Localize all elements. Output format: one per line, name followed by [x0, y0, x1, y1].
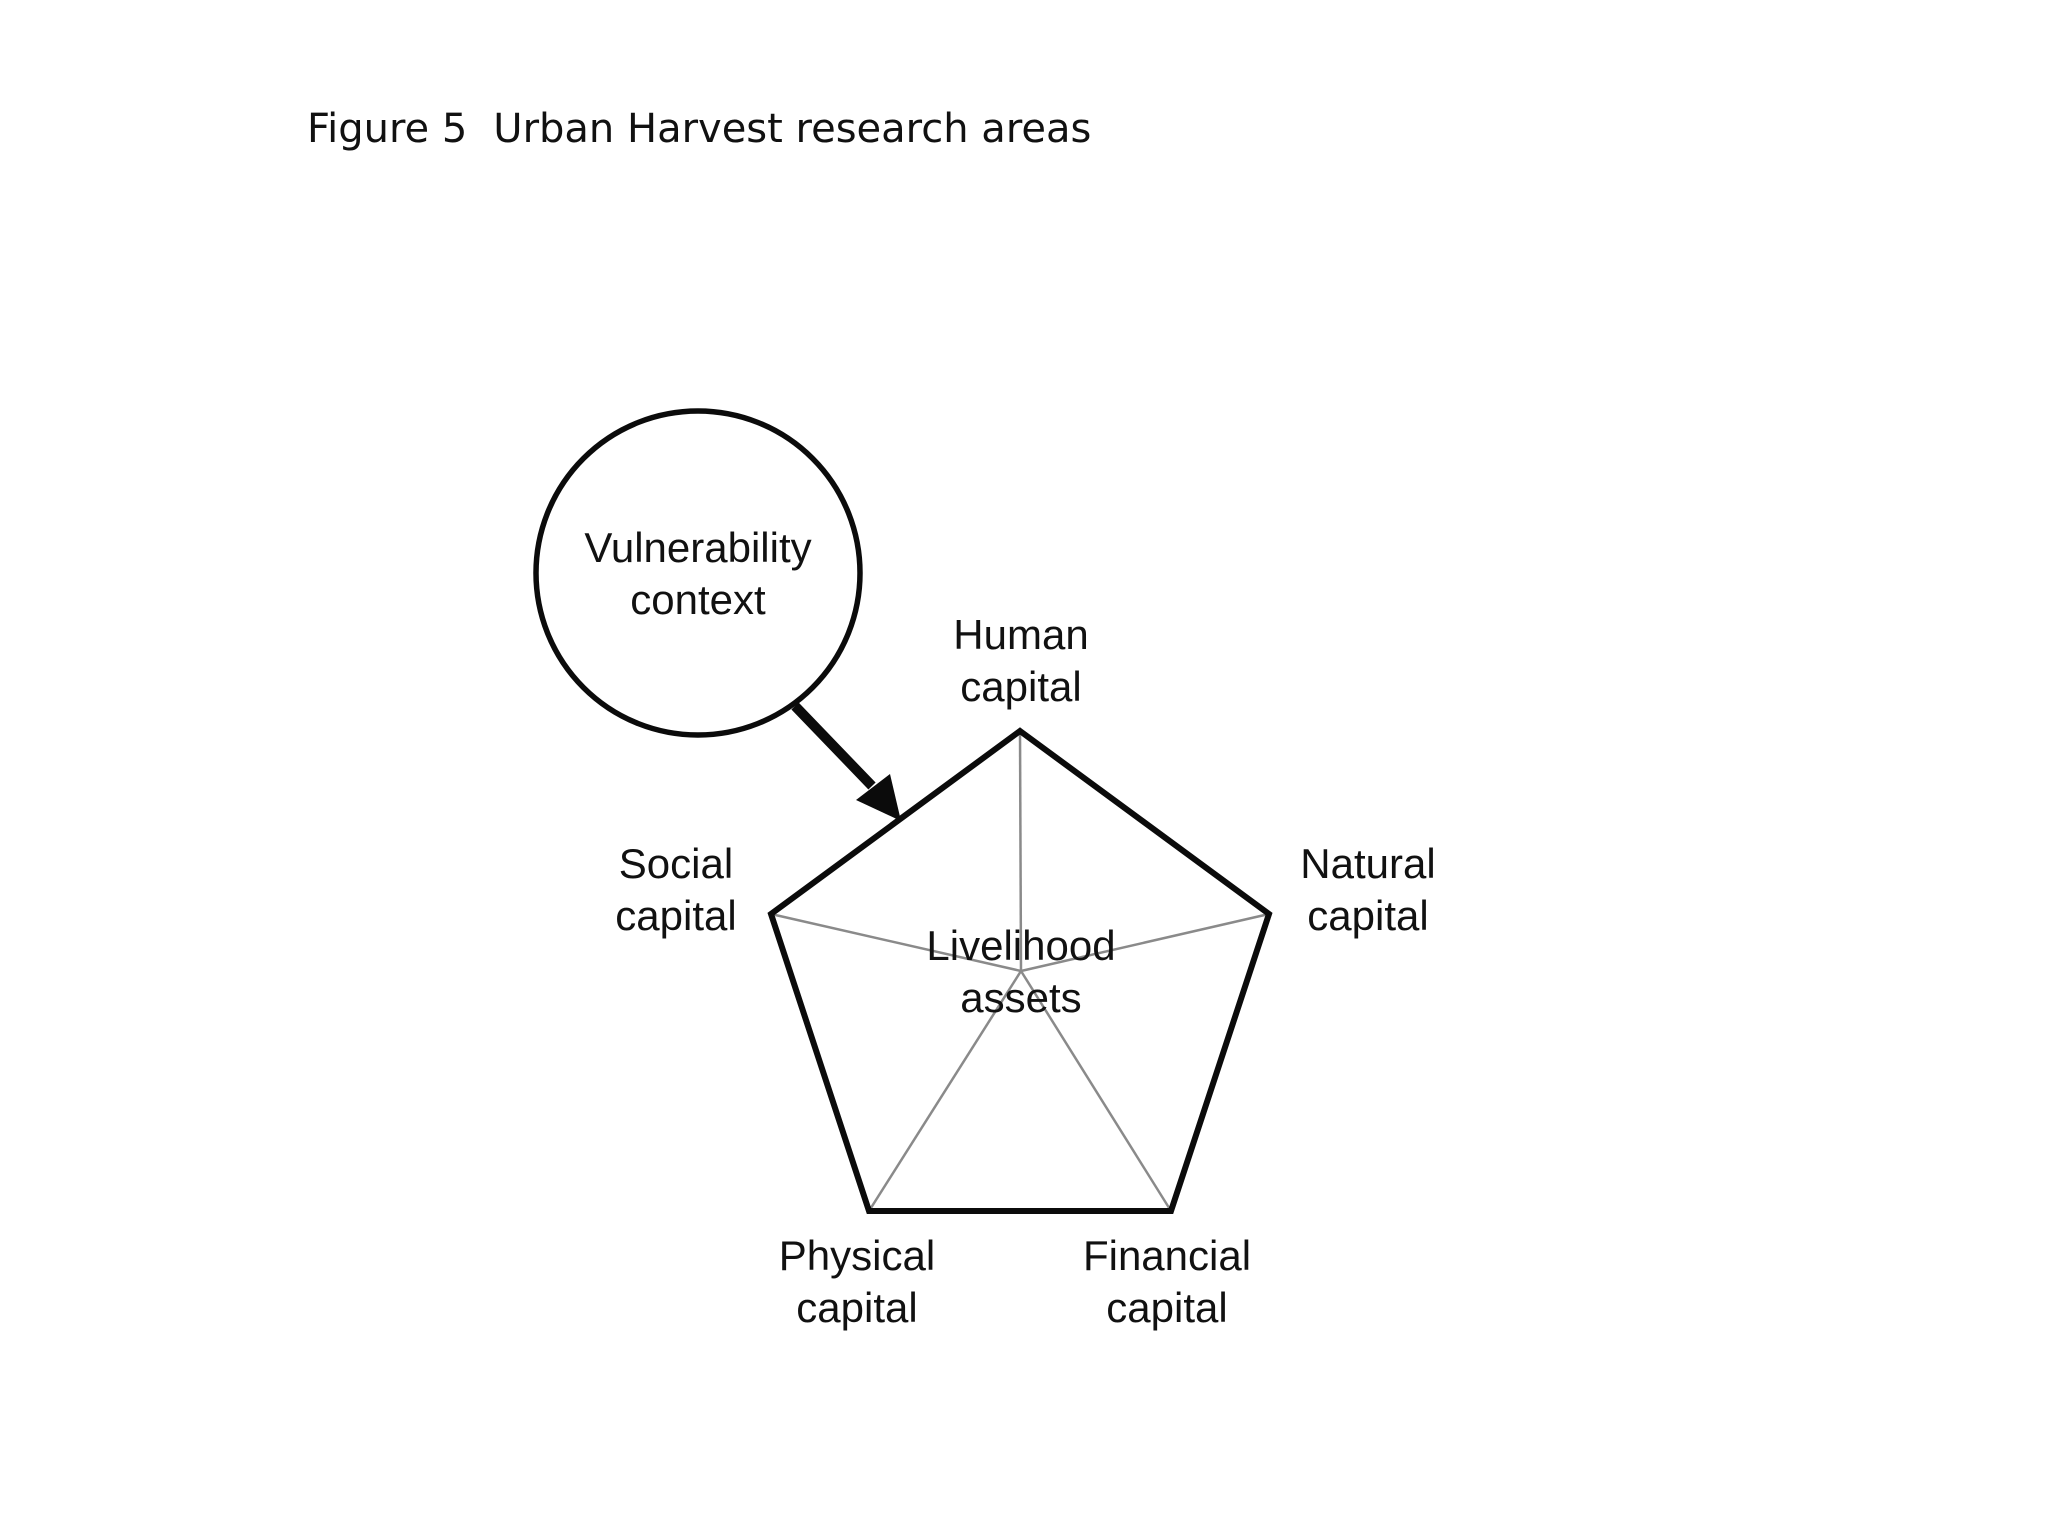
spoke-physical-capital [867, 970, 1023, 1212]
label-vulnerability-context: Vulnerability context [584, 524, 812, 623]
pentagon-spokes [770, 730, 1270, 1212]
spoke-natural-capital [1020, 912, 1270, 973]
vulnerability-arrow [791, 702, 901, 821]
figure-number: Figure 5 [307, 106, 468, 152]
label-human-capital: Human capital [953, 611, 1089, 710]
figure-caption: Urban Harvest research areas [493, 106, 1092, 152]
label-financial-capital: Financial capital [1082, 1232, 1252, 1331]
spoke-financial-capital [1019, 970, 1173, 1212]
label-natural-capital: Natural capital [1300, 840, 1436, 939]
label-livelihood-assets: Livelihood assets [926, 922, 1116, 1021]
spoke-social-capital [770, 912, 1022, 973]
figure-title: Figure 5 Urban Harvest research areas [307, 106, 1091, 152]
arrow-shaft [791, 702, 876, 790]
label-social-capital: Social capital [615, 840, 737, 939]
arrow-head-icon [856, 774, 901, 821]
label-physical-capital: Physical capital [778, 1232, 936, 1331]
spoke-human-capital [1018, 730, 1023, 972]
livelihood-assets-pentagon [767, 727, 1273, 1214]
vulnerability-context-circle [533, 408, 863, 738]
